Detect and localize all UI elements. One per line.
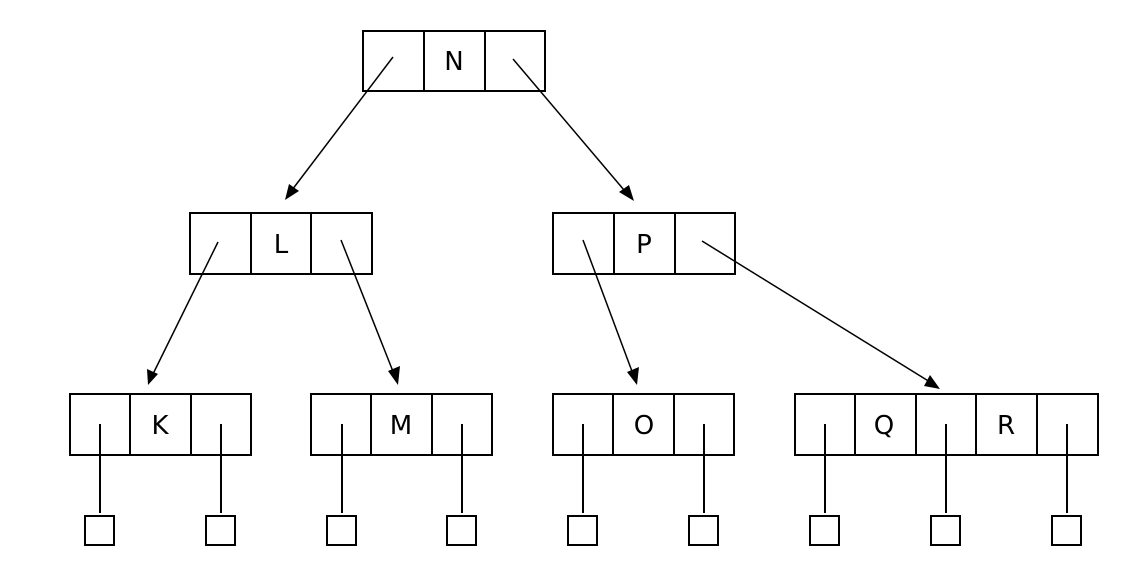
arrowhead-icon [285, 184, 299, 200]
null-pointers [84, 424, 1082, 546]
null-leaf [326, 515, 357, 546]
null-leaf [809, 515, 840, 546]
edge-n-p [512, 58, 625, 191]
node-p: P [552, 212, 736, 275]
node-k: K [69, 393, 252, 456]
node-l-key-0: L [274, 230, 289, 260]
node-qr-key-0: Q [874, 411, 894, 441]
arrowhead-icon [619, 185, 634, 201]
edge-p-o [582, 239, 634, 375]
node-p-key-0: P [636, 230, 652, 260]
arrowhead-icon [924, 375, 940, 389]
edge-n-l [291, 56, 394, 191]
node-m: M [310, 393, 493, 456]
null-leaf [930, 515, 961, 546]
null-leaf [205, 515, 236, 546]
node-l: L [189, 212, 373, 275]
edges [147, 56, 940, 389]
edge-l-k [152, 241, 219, 375]
arrowhead-icon [388, 366, 400, 385]
node-qr-key-1: R [997, 411, 1015, 441]
edge-p-qr [701, 240, 931, 383]
null-leaf [1051, 515, 1082, 546]
node-o-key-0: O [634, 411, 654, 441]
null-leaf [567, 515, 598, 546]
node-k-key-0: K [151, 411, 169, 441]
null-leaf [688, 515, 719, 546]
node-o: O [552, 393, 735, 456]
node-m-key-0: M [390, 411, 412, 441]
node-n-key-0: N [444, 47, 463, 77]
null-leaf [446, 515, 477, 546]
null-leaf [84, 515, 115, 546]
edge-l-m [340, 239, 395, 375]
arrowhead-icon [627, 367, 639, 385]
arrowhead-icon [147, 369, 158, 385]
